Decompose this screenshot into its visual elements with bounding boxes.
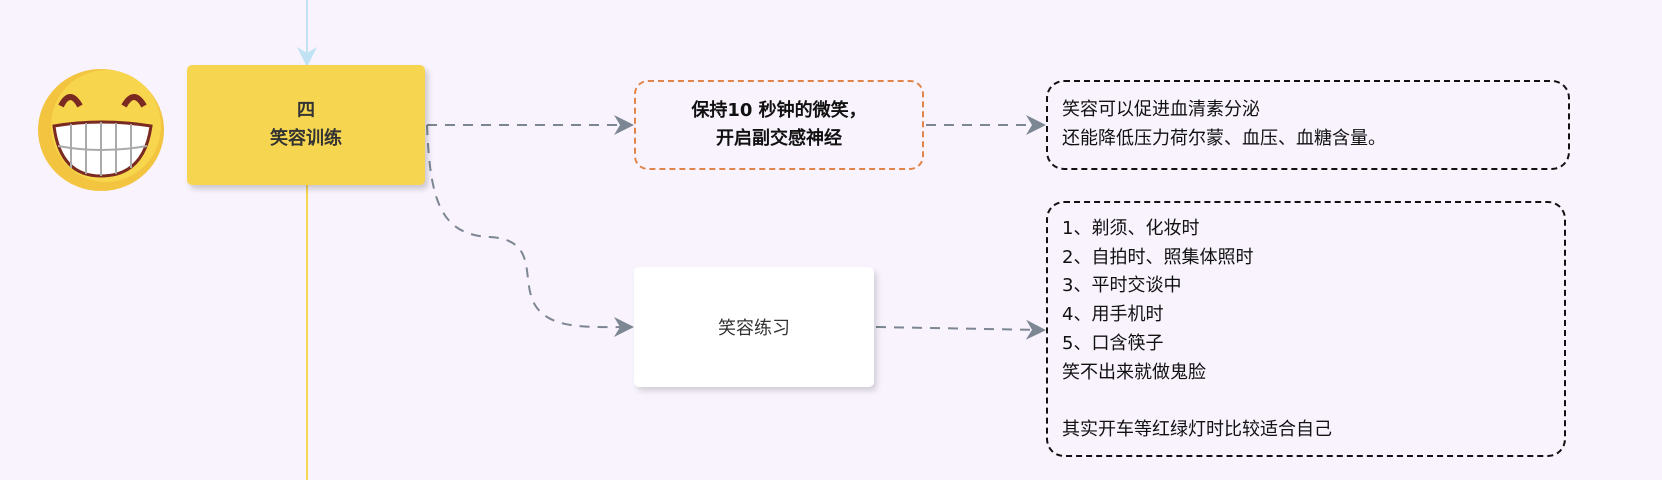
connector-main-to-practice <box>426 124 634 338</box>
note-line: 其实开车等红绿灯时比较适合自己 <box>1062 418 1332 440</box>
tip-line-1: 保持10 秒钟的微笑， <box>691 100 867 121</box>
note-line: 笑容可以促进血清素分泌 <box>1062 99 1260 120</box>
note-line: 3、平时交谈中 <box>1062 275 1182 297</box>
note-line: 笑不出来就做鬼脸 <box>1062 361 1206 383</box>
note-line: 还能降低压力荷尔蒙、血压、血糖含量。 <box>1062 127 1386 149</box>
note-line: 2、自拍时、照集体照时 <box>1062 246 1254 268</box>
topic-node-smile-training[interactable]: 四 笑容训练 <box>187 65 425 185</box>
note-line: 1、剃须、化妆时 <box>1062 218 1200 239</box>
tip-node[interactable]: 保持10 秒钟的微笑， 开启副交感神经 <box>634 80 924 170</box>
note-practice-occasions[interactable]: 1、剃须、化妆时 2、自拍时、照集体照时 3、平时交谈中 4、用手机时 5、口含… <box>1046 201 1566 457</box>
tip-line-2: 开启副交感神经 <box>716 128 842 149</box>
note-line: 4、用手机时 <box>1062 304 1164 326</box>
topic-number: 四 <box>297 100 315 121</box>
note-line: 5、口含筷子 <box>1062 332 1164 354</box>
note-benefits[interactable]: 笑容可以促进血清素分泌 还能降低压力荷尔蒙、血压、血糖含量。 <box>1046 80 1570 170</box>
grinning-smiley-icon <box>38 69 164 191</box>
topic-title: 笑容训练 <box>270 128 342 149</box>
practice-label: 笑容练习 <box>718 318 790 339</box>
connector-practice-to-note2 <box>875 319 1046 340</box>
practice-node[interactable]: 笑容练习 <box>634 267 874 387</box>
note-blank-line <box>1062 387 1564 416</box>
